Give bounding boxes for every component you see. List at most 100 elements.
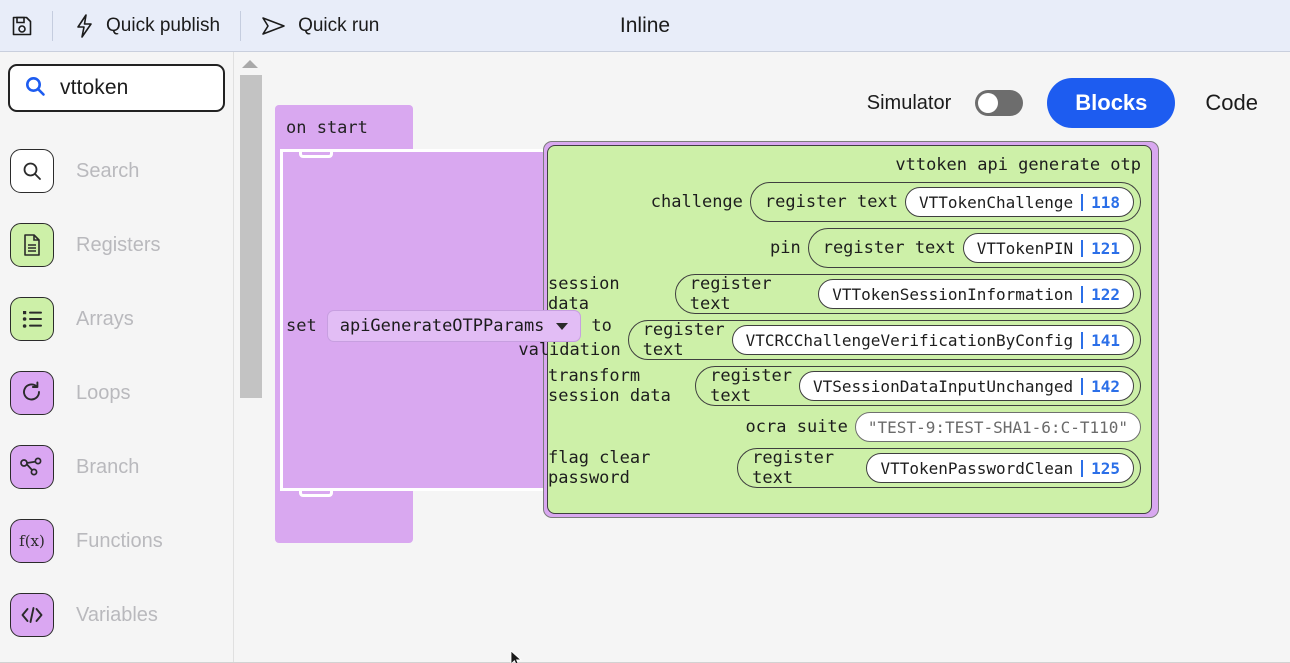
list-icon [10,297,54,341]
register-value-field[interactable]: VTSessionDataInputUnchanged 142 [799,371,1134,401]
toolbar-divider-2 [240,10,242,41]
block-notch-top [299,149,333,158]
sidebar-item-arrays[interactable]: Arrays [0,282,233,356]
block-row-crc-validation: crc validation register text VTCRCChalle… [518,320,1144,360]
sidebar-item-label: Loops [76,381,131,404]
register-value-field[interactable]: VTTokenPIN 121 [962,233,1134,263]
value-divider [1081,285,1084,303]
row-label: challenge [650,192,743,212]
api-block-title: vttoken api generate otp [895,155,1141,175]
chevron-down-icon [556,322,569,330]
scrollbar-thumb[interactable] [240,75,262,398]
register-value-field[interactable]: VTTokenPasswordClean 125 [866,453,1134,483]
set-keyword-label: set [286,316,317,336]
sidebar-item-label: Variables [76,603,158,626]
sidebar-item-variables[interactable]: Variables [0,578,233,652]
sidebar-item-functions[interactable]: f(x) Functions [0,504,233,578]
canvas-controls: Simulator Blocks Code [867,78,1264,128]
sidebar-item-branch[interactable]: Branch [0,430,233,504]
register-text-label: register text [752,448,835,488]
row-label: ocra suite [745,417,848,437]
magnifier-icon [10,149,54,193]
register-text-block[interactable]: register text VTTokenChallenge 118 [749,182,1141,222]
block-row-pin: pin register text VTTokenPIN 121 [548,228,1144,268]
tab-code[interactable]: Code [1205,90,1258,115]
register-value-field[interactable]: VTCRCChallengeVerificationByConfig 141 [731,325,1134,355]
register-text-block[interactable]: register text VTTokenPasswordClean 125 [737,448,1141,488]
sidebar-item-label: Functions [76,529,163,552]
scroll-up-arrow-icon[interactable] [242,60,258,68]
register-text-label: register text [764,192,898,212]
code-brackets-icon [10,593,54,637]
tab-blocks[interactable]: Blocks [1047,78,1176,128]
toolbox-sidebar: vttoken Search Registers [0,52,234,663]
vttoken-api-generate-otp-block[interactable]: vttoken api generate otp challenge regis… [518,145,1152,514]
block-notch-bottom [299,488,333,497]
register-number: 122 [1091,284,1120,304]
sidebar-item-registers[interactable]: Registers [0,208,233,282]
sidebar-item-label: Registers [76,233,161,256]
block-row-flag-clear-password: flag clear password register text VTToke… [548,448,1144,488]
register-text-label: register text [642,320,725,360]
paper-plane-icon [261,15,287,37]
simulator-toggle[interactable] [975,90,1024,116]
register-text-block[interactable]: register text VTTokenSessionInformation … [674,274,1141,314]
register-text-block[interactable]: register text VTCRCChallengeVerification… [627,320,1141,360]
value-divider [1081,459,1084,477]
register-number: 121 [1091,238,1120,258]
sidebar-item-search[interactable]: Search [0,134,233,208]
register-value-field[interactable]: VTTokenChallenge 118 [904,187,1134,217]
register-text-block[interactable]: register text VTTokenPIN 121 [807,228,1141,268]
block-row-session-data: session data register text VTTokenSessio… [548,274,1144,314]
save-button[interactable] [0,0,52,52]
toolbox-scrollbar[interactable] [236,52,264,663]
register-text-label: register text [689,274,772,314]
quick-run-button[interactable]: Quick run [241,0,399,52]
register-name: VTSessionDataInputUnchanged [813,376,1074,396]
register-text-label: register text [822,238,956,258]
toggle-knob [978,93,999,113]
category-list: Search Registers Arrays [0,134,233,652]
quick-publish-label: Quick publish [106,14,221,36]
row-label: pin [769,238,801,258]
block-row-challenge: challenge register text VTTokenChallenge… [548,182,1144,222]
value-divider [1081,193,1084,211]
document-icon [10,223,54,267]
search-input-value: vttoken [60,76,129,99]
variable-dropdown-value: apiGenerateOTPParams [339,316,545,336]
ocra-suite-string-field[interactable]: "TEST-9:TEST-SHA1-6:C-T110" [854,412,1141,442]
register-value-field[interactable]: VTTokenSessionInformation 122 [818,279,1134,309]
search-input[interactable]: vttoken [8,64,225,112]
block-row-transform-session-data: transform session data register text VTS… [548,366,1144,406]
sidebar-item-label: Arrays [76,307,134,330]
row-label: session data [548,274,620,314]
sidebar-item-loops[interactable]: Loops [0,356,233,430]
sidebar-item-label: Branch [76,455,140,478]
sidebar-item-label: Search [76,159,140,182]
top-toolbar: Quick publish Quick run Inline [0,0,1290,52]
lightning-bolt-icon [73,13,95,39]
blocks-canvas[interactable]: Simulator Blocks Code on start set apiGe… [264,52,1290,663]
value-divider [1081,239,1084,257]
quick-run-label: Quick run [298,14,380,36]
row-label: transform session data [548,366,671,406]
variable-dropdown[interactable]: apiGenerateOTPParams [326,310,582,342]
set-variable-block[interactable]: set apiGenerateOTPParams to [286,310,612,342]
refresh-loop-icon [10,371,54,415]
toolbar-divider-1 [52,10,53,41]
simulator-label: Simulator [866,91,952,114]
register-number: 125 [1091,458,1120,478]
register-name: VTTokenPasswordClean [880,458,1074,478]
register-number: 118 [1091,192,1120,212]
register-text-label: register text [710,366,792,406]
register-name: VTTokenPIN [976,238,1074,258]
quick-publish-button[interactable]: Quick publish [53,0,240,52]
register-name: VTCRCChallengeVerificationByConfig [745,330,1074,350]
on-start-block-header[interactable]: on start [275,105,413,150]
register-name: VTTokenChallenge [918,192,1074,212]
function-fx-icon: f(x) [10,519,54,563]
register-text-block[interactable]: register text VTSessionDataInputUnchange… [695,366,1141,406]
register-name: VTTokenSessionInformation [832,284,1074,304]
search-icon [24,75,46,102]
svg-text:f(x): f(x) [19,532,45,550]
